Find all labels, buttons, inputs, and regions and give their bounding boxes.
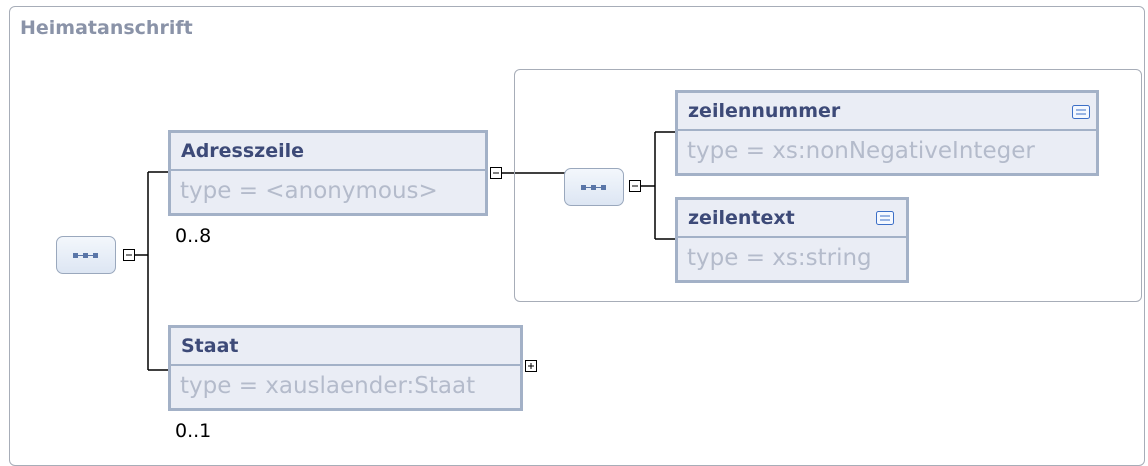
element-staat[interactable]: Staat type = xauslaender:Staat: [168, 325, 523, 411]
occurrence-label: 0..1: [175, 420, 212, 442]
element-zeilentext[interactable]: zeilentext type = xs:string: [675, 197, 909, 283]
expand-toggle-staat[interactable]: [525, 360, 537, 372]
divider: [171, 169, 485, 171]
divider: [678, 236, 906, 238]
element-name: zeilentext: [688, 207, 795, 229]
collapse-toggle-adresszeile[interactable]: [490, 167, 502, 179]
element-zeilennummer[interactable]: zeilennummer type = xs:nonNegativeIntege…: [675, 90, 1099, 176]
diagram-title: Heimatanschrift: [20, 17, 193, 39]
sequence-icon: [73, 253, 98, 258]
element-name: Adresszeile: [181, 140, 305, 162]
collapse-toggle-sequence[interactable]: [629, 180, 641, 192]
sequence-compositor-adresszeile[interactable]: [564, 168, 624, 206]
connector-lines: [135, 131, 675, 371]
element-name: zeilennummer: [688, 100, 841, 122]
collapse-toggle-root[interactable]: [123, 249, 135, 261]
occurrence-label: 0..8: [175, 225, 212, 247]
sequence-icon: [581, 185, 606, 190]
element-name: Staat: [181, 335, 239, 357]
sequence-group-box: [514, 69, 1142, 302]
element-type: type = xs:string: [687, 245, 872, 271]
sequence-compositor-root[interactable]: [56, 236, 116, 274]
element-type: type = <anonymous>: [180, 178, 438, 204]
divider: [678, 129, 1096, 131]
documentation-icon: [876, 211, 894, 225]
divider: [171, 364, 520, 366]
element-type: type = xauslaender:Staat: [180, 373, 476, 399]
element-type: type = xs:nonNegativeInteger: [687, 138, 1035, 164]
documentation-icon: [1072, 105, 1090, 119]
element-adresszeile[interactable]: Adresszeile type = <anonymous>: [168, 130, 488, 216]
